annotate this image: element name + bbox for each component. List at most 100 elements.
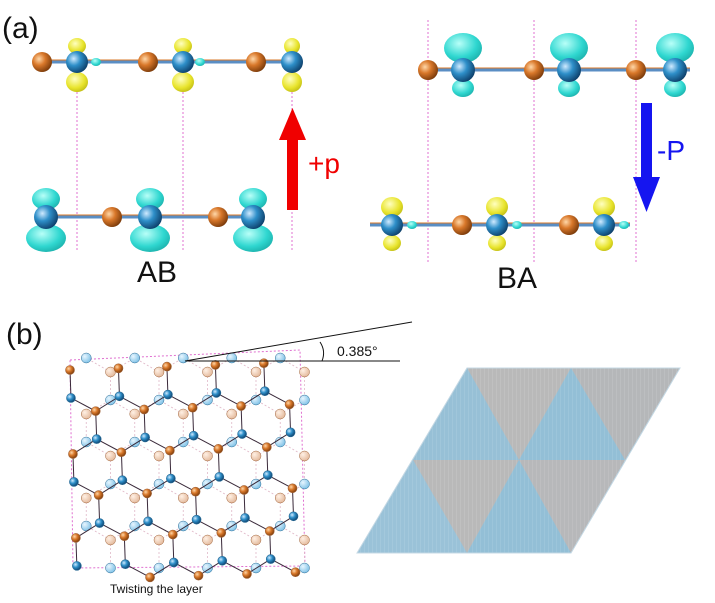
boron-atom [90, 406, 101, 416]
nitrogen-atom [260, 386, 270, 396]
twisted-lattice-cell [69, 349, 306, 569]
boron-atom [177, 408, 189, 420]
boron-atom [145, 572, 155, 583]
nitrogen-atom [188, 430, 199, 441]
nitrogen-atom [168, 557, 179, 568]
charge-lobe-yellow [383, 235, 401, 251]
boron-atom [242, 569, 252, 579]
charge-lobe-cyan [136, 188, 164, 210]
nitrogen-atom [129, 352, 140, 364]
boron-atom [259, 358, 269, 369]
boron-atom [168, 529, 178, 540]
nitrogen-atom [34, 205, 58, 229]
nitrogen-atom [172, 51, 194, 73]
panel-b-label: (b) [6, 318, 43, 351]
boron-atom [236, 401, 246, 411]
boron-atom [559, 215, 579, 235]
boron-atom [287, 483, 298, 494]
charge-lobe-cyan [656, 33, 694, 63]
ba-top-layer [418, 33, 694, 97]
nitrogen-atom [153, 478, 165, 490]
nitrogen-atom [94, 518, 105, 528]
nitrogen-atom [486, 214, 508, 236]
nitrogen-atom [593, 214, 615, 236]
nitrogen-atom [663, 58, 687, 82]
boron-atom [102, 207, 122, 227]
boron-atom [177, 492, 189, 504]
nitrogen-atom [240, 513, 250, 523]
nitrogen-atom [117, 475, 128, 486]
polarization-down-arrow [633, 103, 660, 212]
boron-atom [239, 485, 249, 495]
nitrogen-atom [177, 520, 189, 532]
nitrogen-atom [91, 434, 102, 444]
boron-atom [626, 60, 646, 80]
nitrogen-atom [288, 511, 299, 522]
boron-atom [68, 449, 78, 459]
boron-atom [153, 534, 165, 546]
boron-atom [93, 490, 104, 500]
nitrogen-atom [105, 394, 116, 406]
nitrogen-atom [262, 470, 273, 480]
minus-p-label: -P [657, 135, 685, 166]
boron-atom [264, 526, 275, 536]
lattice-top-layer [65, 358, 301, 583]
boron-atom [202, 366, 213, 378]
boron-atom [284, 399, 295, 410]
boron-atom [165, 445, 175, 456]
nitrogen-atom [66, 51, 88, 73]
nitrogen-atom [138, 205, 162, 229]
charge-lobe-cyan [452, 79, 474, 97]
boron-atom [193, 570, 204, 581]
boron-atom [105, 450, 116, 462]
nitrogen-atom [80, 352, 92, 364]
plus-p-label: +p [308, 148, 340, 179]
nitrogen-atom [105, 562, 116, 574]
charge-lobe-yellow [488, 235, 506, 251]
charge-lobe-cyan [239, 188, 267, 210]
charge-lobe-yellow [68, 38, 86, 54]
boron-atom [71, 533, 81, 543]
nitrogen-atom [140, 432, 150, 443]
boron-atom [299, 534, 310, 546]
boron-atom [138, 52, 158, 72]
charge-lobe-yellow [174, 38, 192, 54]
charge-lobe-yellow [593, 197, 615, 217]
nitrogen-atom [381, 214, 403, 236]
boron-atom [216, 528, 227, 538]
nitrogen-atom [129, 436, 140, 448]
boron-atom [129, 492, 140, 504]
boron-atom [119, 531, 130, 542]
nitrogen-atom [285, 427, 296, 438]
boron-atom [290, 567, 301, 578]
boron-atom [299, 366, 310, 378]
nitrogen-atom [241, 205, 265, 229]
nitrogen-atom [299, 562, 310, 574]
lattice-bottom-layer [80, 352, 310, 574]
ba-stack-label: BA [497, 262, 538, 295]
boron-atom [187, 402, 198, 413]
ab-stack-label: AB [137, 256, 178, 289]
nitrogen-atom [66, 393, 76, 403]
nitrogen-atom [451, 58, 475, 82]
twist-angle-indicator [184, 321, 413, 362]
charge-lobe-yellow [282, 72, 302, 92]
twist-angle-label: 0.385° [337, 343, 378, 359]
nitrogen-atom [163, 389, 173, 400]
nitrogen-atom [214, 472, 225, 482]
nitrogen-atom [143, 516, 153, 527]
nitrogen-atom [281, 51, 303, 73]
nitrogen-atom [299, 478, 310, 490]
boron-atom [142, 488, 152, 499]
boron-atom [262, 442, 272, 452]
nitrogen-atom [120, 559, 131, 569]
nitrogen-atom [166, 473, 176, 484]
boron-atom [190, 486, 201, 497]
charge-lobe-yellow [486, 197, 508, 217]
boron-atom [153, 366, 165, 378]
boron-atom [250, 450, 262, 462]
boron-atom [162, 361, 172, 372]
boron-atom [226, 408, 237, 420]
nitrogen-atom [237, 429, 247, 439]
boron-atom [250, 534, 262, 546]
